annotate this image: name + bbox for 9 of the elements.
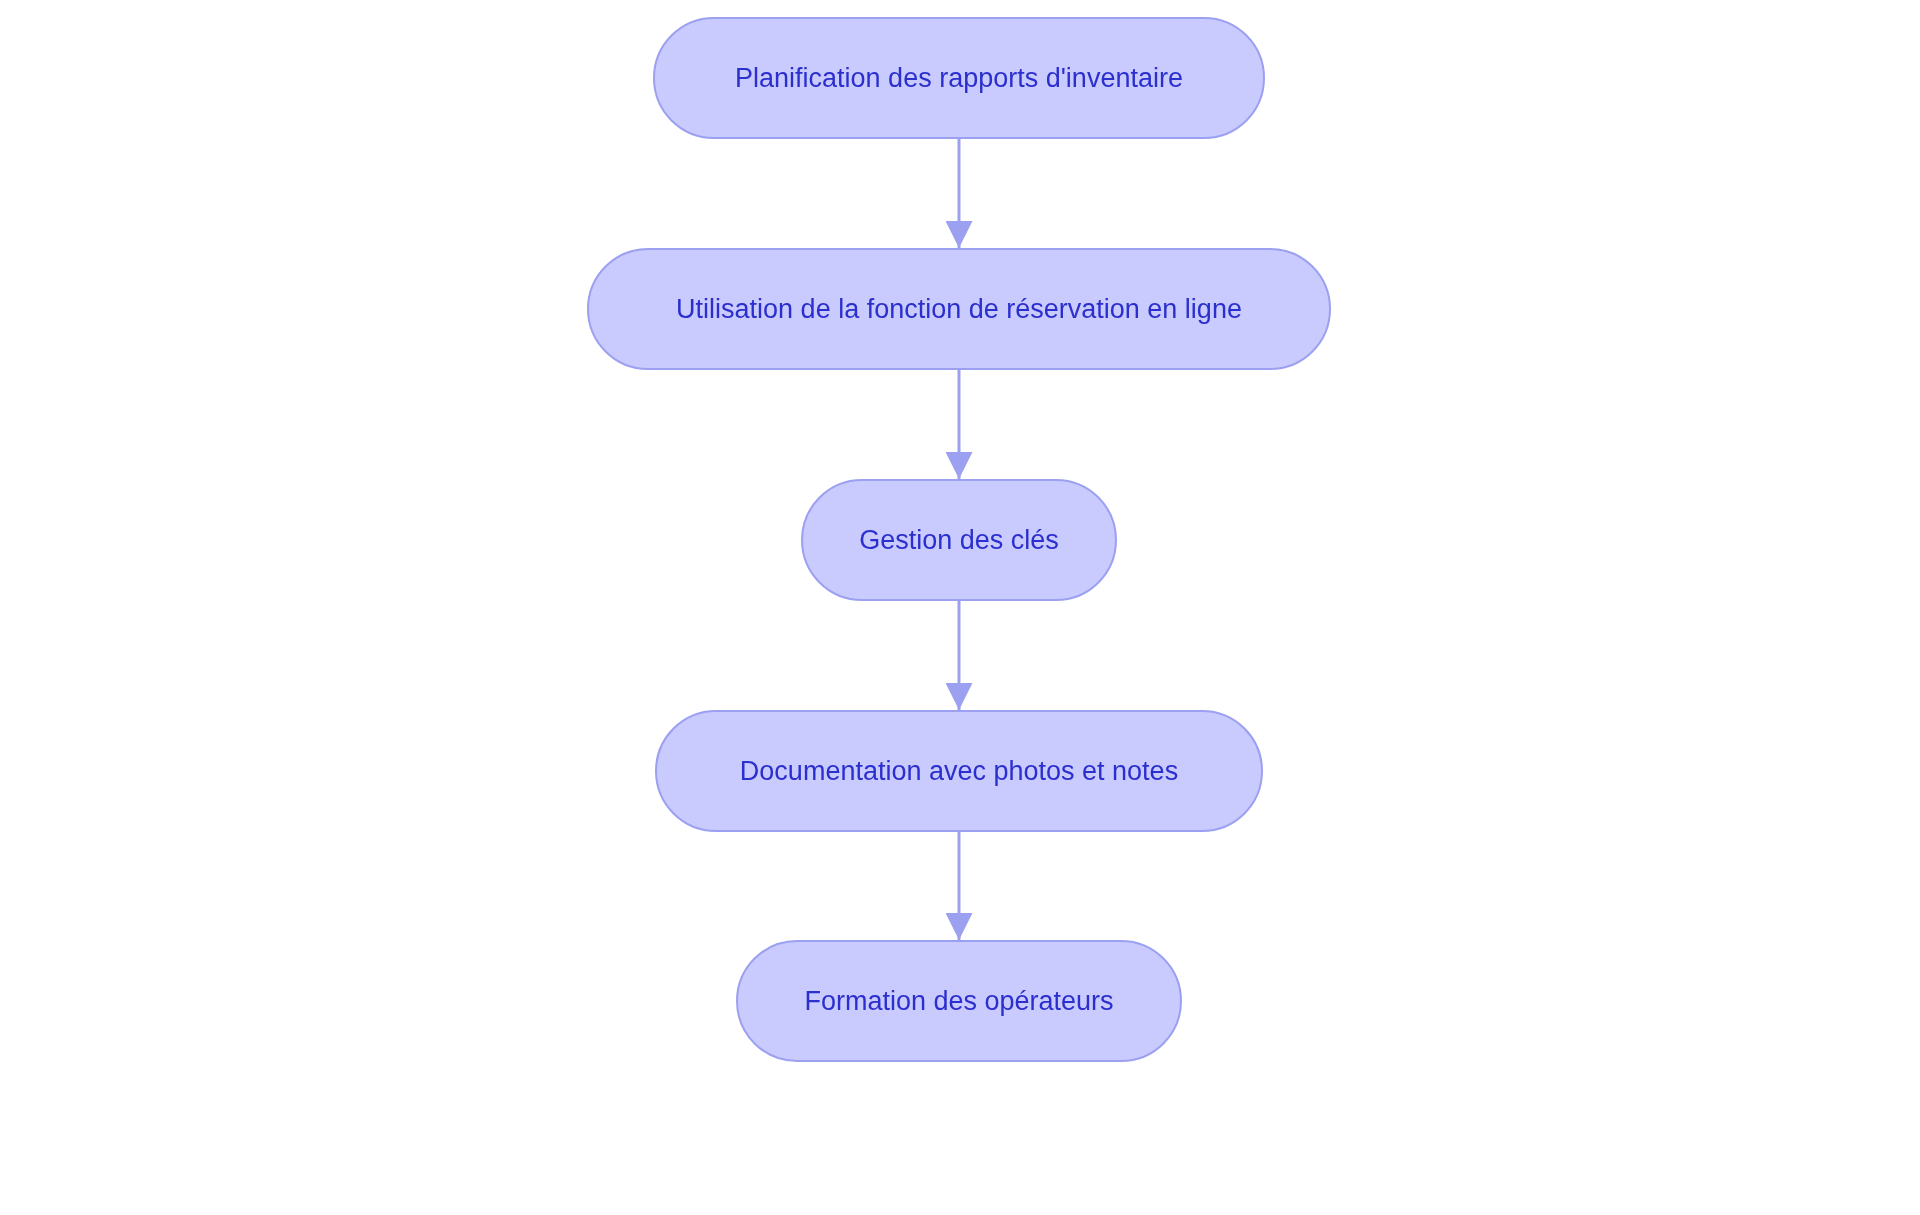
step-label: Utilisation de la fonction de réservation en ligne bbox=[676, 292, 1242, 326]
step-label: Formation des opérateurs bbox=[804, 984, 1114, 1018]
step-label: Gestion des clés bbox=[859, 523, 1059, 557]
arrow bbox=[945, 832, 973, 940]
arrow bbox=[945, 601, 973, 710]
step-label: Planification des rapports d'inventaire bbox=[735, 61, 1183, 95]
arrow bbox=[945, 139, 973, 248]
arrow bbox=[945, 370, 973, 479]
step-label: Documentation avec photos et notes bbox=[739, 754, 1179, 788]
